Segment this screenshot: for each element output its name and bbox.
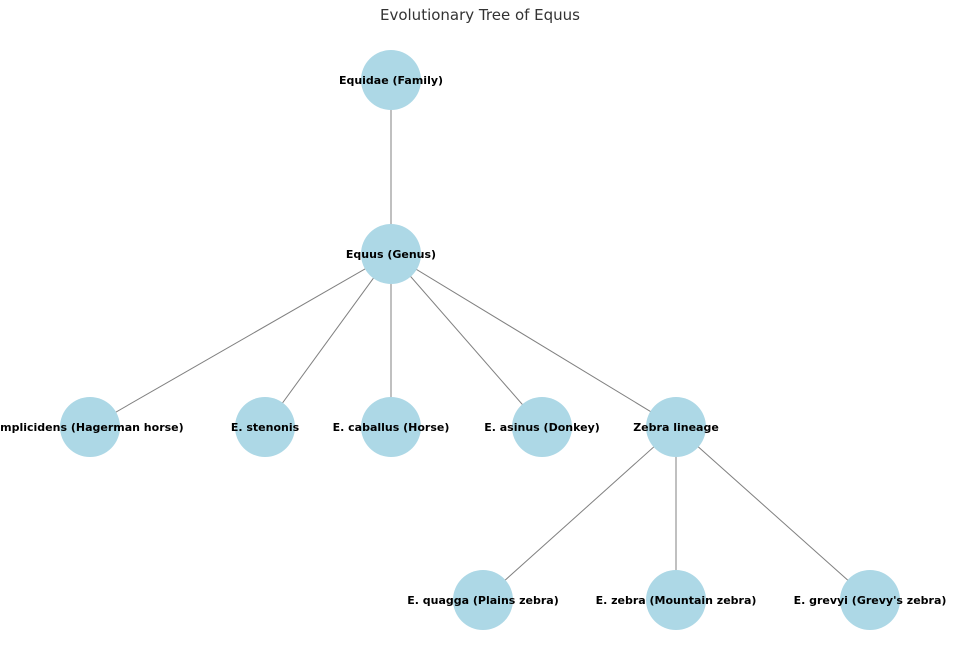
node-circle-zebra xyxy=(646,397,706,457)
diagram-title: Evolutionary Tree of Equus xyxy=(380,6,580,24)
node-circle-equus xyxy=(361,224,421,284)
node-quagga: E. quagga (Plains zebra) xyxy=(407,570,559,630)
node-stenonis: E. stenonis xyxy=(231,397,300,457)
node-label-stenonis: E. stenonis xyxy=(231,421,300,434)
node-label-zebra: Zebra lineage xyxy=(633,421,719,434)
node-zebra_m: E. zebra (Mountain zebra) xyxy=(596,570,757,630)
node-circle-asinus xyxy=(512,397,572,457)
node-zebra: Zebra lineage xyxy=(633,397,719,457)
node-circle-simplicidens xyxy=(60,397,120,457)
node-group: Equidae (Family) Equus (Genus) implicidens… xyxy=(0,50,946,630)
edge-group xyxy=(89,80,871,601)
node-label-grevyi: E. grevyi (Grevy's zebra) xyxy=(794,594,947,607)
node-circle-zebra_m xyxy=(646,570,706,630)
node-grevyi: E. grevyi (Grevy's zebra) xyxy=(794,570,947,630)
node-asinus: E. asinus (Donkey) xyxy=(484,397,600,457)
node-circle-caballus xyxy=(361,397,421,457)
node-label-equus: Equus (Genus) xyxy=(346,248,436,261)
edge-zebra-grevyi xyxy=(675,426,871,601)
node-circle-equidae xyxy=(361,50,421,110)
node-label-caballus: E. caballus (Horse) xyxy=(333,421,450,434)
edge-equus-stenonis xyxy=(264,253,392,428)
node-circle-stenonis xyxy=(235,397,295,457)
edge-equus-simplicidens xyxy=(89,253,392,428)
node-label-equidae: Equidae (Family) xyxy=(339,74,443,87)
node-circle-grevyi xyxy=(840,570,900,630)
node-caballus: E. caballus (Horse) xyxy=(333,397,450,457)
node-circle-quagga xyxy=(453,570,513,630)
edge-zebra-quagga xyxy=(482,426,677,601)
node-label-zebra_m: E. zebra (Mountain zebra) xyxy=(596,594,757,607)
edge-equus-zebra xyxy=(390,253,677,428)
node-label-quagga: E. quagga (Plains zebra) xyxy=(407,594,559,607)
node-label-asinus: E. asinus (Donkey) xyxy=(484,421,600,434)
node-simplicidens: implicidens (Hagerman horse) xyxy=(0,397,184,457)
node-equidae: Equidae (Family) xyxy=(339,50,443,110)
node-label-simplicidens: implicidens (Hagerman horse) xyxy=(0,421,184,434)
edge-equus-asinus xyxy=(390,253,543,428)
node-equus: Equus (Genus) xyxy=(346,224,436,284)
